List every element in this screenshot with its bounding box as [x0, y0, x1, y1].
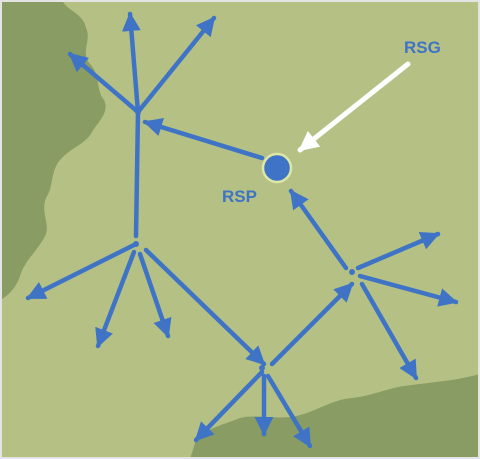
arrow-hub4-east: [357, 273, 459, 307]
arrow-hub2-south: [137, 251, 172, 339]
arrow-rsp-to-hub1: [142, 117, 265, 161]
arrow-hub3-southwest: [193, 369, 265, 443]
junction-markers: [133, 109, 355, 371]
junction-node: [135, 109, 141, 115]
arrow-hub2-southwest: [95, 249, 137, 349]
arrow-hub1-northeast: [135, 15, 217, 115]
link-hub1-hub2: [133, 109, 141, 239]
arrow-hub2-west: [25, 241, 139, 301]
arrow-network: [25, 11, 459, 449]
arrow-hub3-southeast: [265, 373, 313, 449]
rsg-pointer-arrow: [297, 61, 411, 153]
rsg-label: RSG: [404, 38, 441, 57]
forest-patch-left: [0, 0, 106, 300]
arrow-hub4-to-rsp: [288, 188, 349, 271]
arrow-hub3-to-hub4: [269, 281, 355, 367]
rsp-marker: [261, 152, 293, 184]
junction-node: [259, 365, 265, 371]
arrow-hub1-northwest: [67, 51, 141, 115]
arrow-hub4-southeast: [359, 281, 419, 381]
rsp-label: RSP: [222, 187, 257, 206]
junction-node: [133, 241, 139, 247]
junction-node: [349, 269, 355, 275]
arrow-hub2-to-hub3: [143, 247, 267, 367]
arrow-hub1-north: [121, 11, 141, 115]
arrow-hub4-northeast: [355, 231, 441, 271]
forest-patch-bottom: [190, 374, 480, 459]
